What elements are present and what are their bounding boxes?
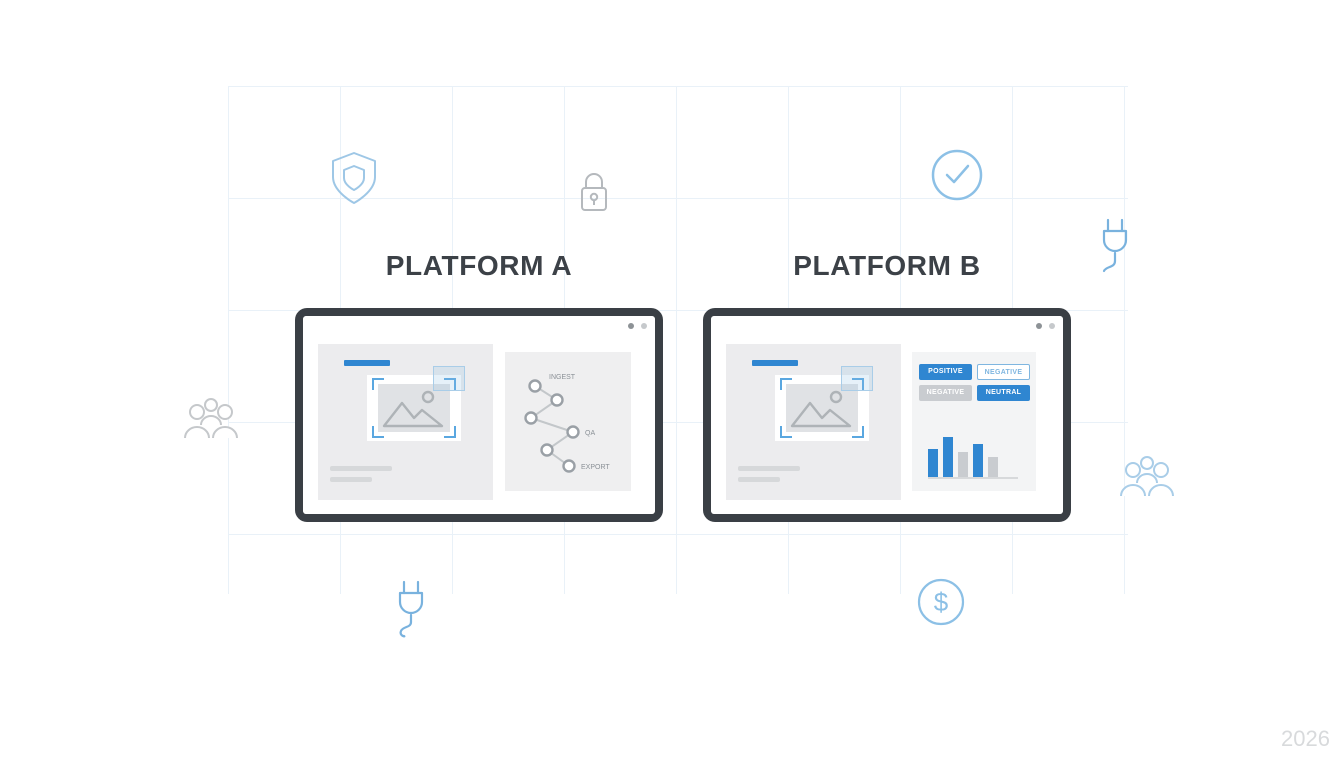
accent-bar — [344, 360, 390, 366]
platform-b-title: PLATFORM B — [793, 250, 981, 281]
image-placeholder — [378, 384, 450, 432]
crop-mark-icon — [444, 378, 456, 390]
chart-bar — [943, 437, 953, 477]
platform-a-screen: INGEST QA EXPORT — [303, 316, 655, 514]
platform-b-screen: POSITIVE NEGATIVE NEGATIVE NEUTRAL — [711, 316, 1063, 514]
workflow-card: INGEST QA EXPORT — [505, 352, 631, 491]
label-chip-positive: POSITIVE — [919, 364, 972, 380]
camera-dots — [628, 323, 647, 329]
crop-mark-icon — [780, 378, 792, 390]
crop-mark-icon — [852, 426, 864, 438]
workflow-step-label: INGEST — [549, 374, 576, 381]
document-card — [318, 344, 493, 500]
svg-text:$: $ — [934, 587, 949, 617]
text-line — [330, 477, 372, 482]
labels-card: POSITIVE NEGATIVE NEGATIVE NEUTRAL — [912, 352, 1036, 491]
chart-bar — [988, 457, 998, 477]
crop-mark-icon — [372, 426, 384, 438]
label-chip-negative: NEGATIVE — [977, 364, 1030, 380]
chart-bar — [958, 452, 968, 477]
image-placeholder — [786, 384, 858, 432]
image-frame — [775, 366, 873, 441]
platform-b-mockup: POSITIVE NEGATIVE NEGATIVE NEUTRAL — [703, 308, 1071, 522]
users-icon-left — [184, 398, 238, 439]
selection-overlay — [841, 366, 873, 391]
dot — [641, 323, 647, 329]
plug-icon-top-right — [1102, 218, 1128, 273]
label-chip-grid: POSITIVE NEGATIVE NEGATIVE NEUTRAL — [919, 364, 1030, 401]
text-line — [738, 477, 780, 482]
dot — [1049, 323, 1055, 329]
label-chip-neutral: NEUTRAL — [977, 385, 1030, 401]
plug-icon-bottom-left — [398, 580, 424, 638]
camera-dots — [1036, 323, 1055, 329]
dot — [1036, 323, 1042, 329]
workflow-diagram: INGEST QA EXPORT — [524, 374, 610, 473]
crop-mark-icon — [852, 378, 864, 390]
text-line — [738, 466, 800, 471]
mini-bar-chart — [928, 435, 1018, 479]
users-icon-right — [1120, 456, 1174, 497]
image-frame — [367, 366, 465, 441]
label-chip-negative: NEGATIVE — [919, 385, 972, 401]
platform-a-title: PLATFORM A — [385, 250, 573, 281]
chart-bar — [928, 449, 938, 477]
photo-icon — [790, 390, 852, 428]
chart-bar — [973, 444, 983, 477]
dot — [628, 323, 634, 329]
platform-a-mockup: INGEST QA EXPORT — [295, 308, 663, 522]
dollar-circle-icon: $ — [917, 578, 965, 626]
workflow-step-label: EXPORT — [581, 464, 610, 471]
photo-icon — [382, 390, 444, 428]
document-card — [726, 344, 901, 500]
year-label: 2026 — [1281, 726, 1330, 751]
crop-mark-icon — [780, 426, 792, 438]
crop-mark-icon — [372, 378, 384, 390]
selection-overlay — [433, 366, 465, 391]
text-line — [330, 466, 392, 471]
accent-bar — [752, 360, 798, 366]
shield-icon — [332, 152, 376, 204]
lock-icon — [581, 173, 607, 211]
crop-mark-icon — [444, 426, 456, 438]
check-circle-icon — [931, 149, 983, 201]
workflow-step-label: QA — [585, 430, 595, 437]
